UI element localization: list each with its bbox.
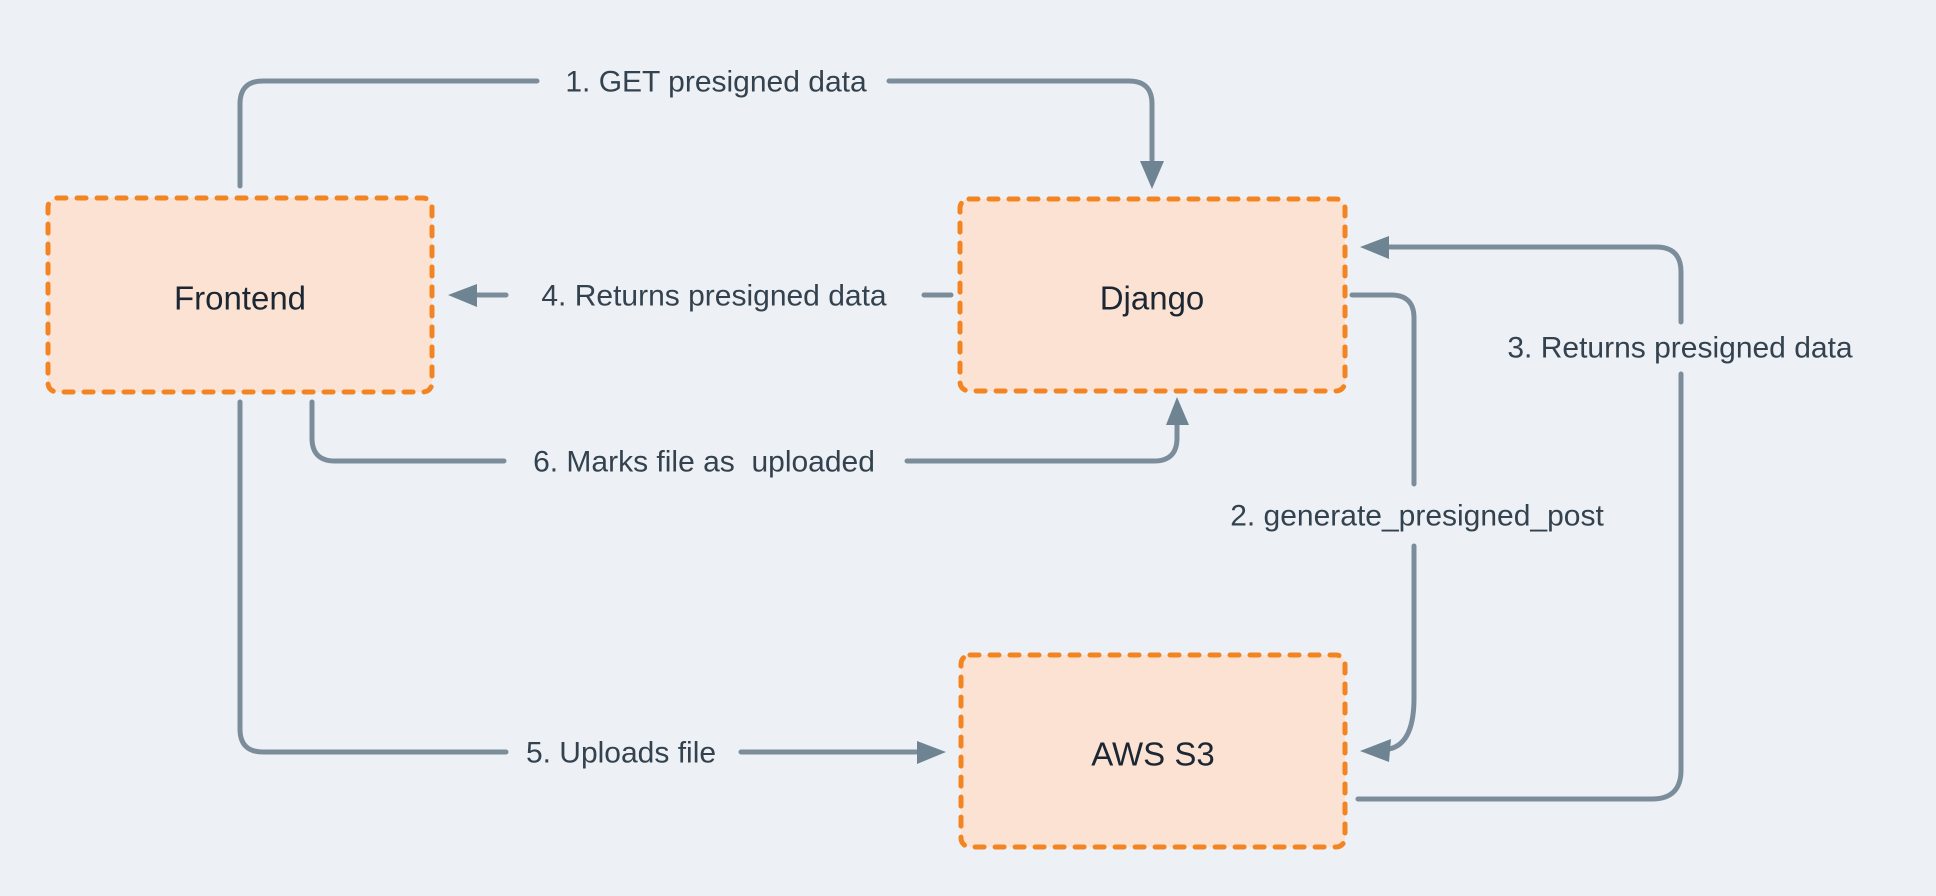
edge-5-arrowhead-right-icon: [917, 741, 946, 764]
edge-3-line-end: [1387, 244, 1684, 325]
aws-s3-box: [958, 652, 1348, 850]
edge-1-get-presigned-data: 1. GET presigned data: [237, 66, 1164, 189]
django-label: Django: [1100, 280, 1205, 317]
edge-2-line-end: [1386, 543, 1417, 752]
edge-2-line-start: [1349, 292, 1417, 487]
edge-5-uploads-file: 5. Uploads file: [237, 399, 946, 770]
edge-6-line-start: [309, 399, 507, 464]
frontend-label: Frontend: [174, 280, 306, 317]
edge-1-arrowhead-down-icon: [1140, 161, 1164, 189]
edge-4-returns-presigned-data: 4. Returns presigned data: [448, 280, 954, 313]
node-django: Django: [957, 196, 1348, 394]
edge-2-generate-presigned-post: 2. generate_presigned_post: [1230, 292, 1604, 762]
edge-3-label: 3. Returns presigned data: [1507, 332, 1853, 365]
django-box: [957, 196, 1348, 394]
edge-2-arrowhead-left-icon: [1360, 739, 1391, 762]
edge-5-line-start: [237, 399, 509, 755]
aws-s3-label: AWS S3: [1091, 736, 1214, 773]
frontend-box: [45, 195, 435, 395]
edge-6-line-end: [904, 421, 1180, 464]
node-frontend: Frontend: [45, 195, 435, 395]
edge-3-line-start: [1355, 371, 1684, 802]
edge-3-returns-presigned-data: 3. Returns presigned data: [1355, 236, 1853, 802]
edge-2-label: 2. generate_presigned_post: [1230, 500, 1604, 533]
edge-6-arrowhead-up-icon: [1166, 397, 1189, 425]
edge-4-label: 4. Returns presigned data: [541, 280, 887, 313]
edge-6-marks-file-uploaded: 6. Marks file as uploaded: [309, 397, 1189, 479]
edge-4-arrowhead-left-icon: [448, 284, 477, 307]
edge-3-arrowhead-left-icon: [1360, 236, 1389, 259]
edge-5-label: 5. Uploads file: [526, 737, 716, 770]
edge-1-label: 1. GET presigned data: [565, 66, 867, 99]
node-aws-s3: AWS S3: [958, 652, 1348, 850]
edge-1-line-end: [886, 78, 1155, 163]
edge-6-label: 6. Marks file as uploaded: [533, 446, 875, 479]
edge-1-line-start: [237, 78, 540, 189]
